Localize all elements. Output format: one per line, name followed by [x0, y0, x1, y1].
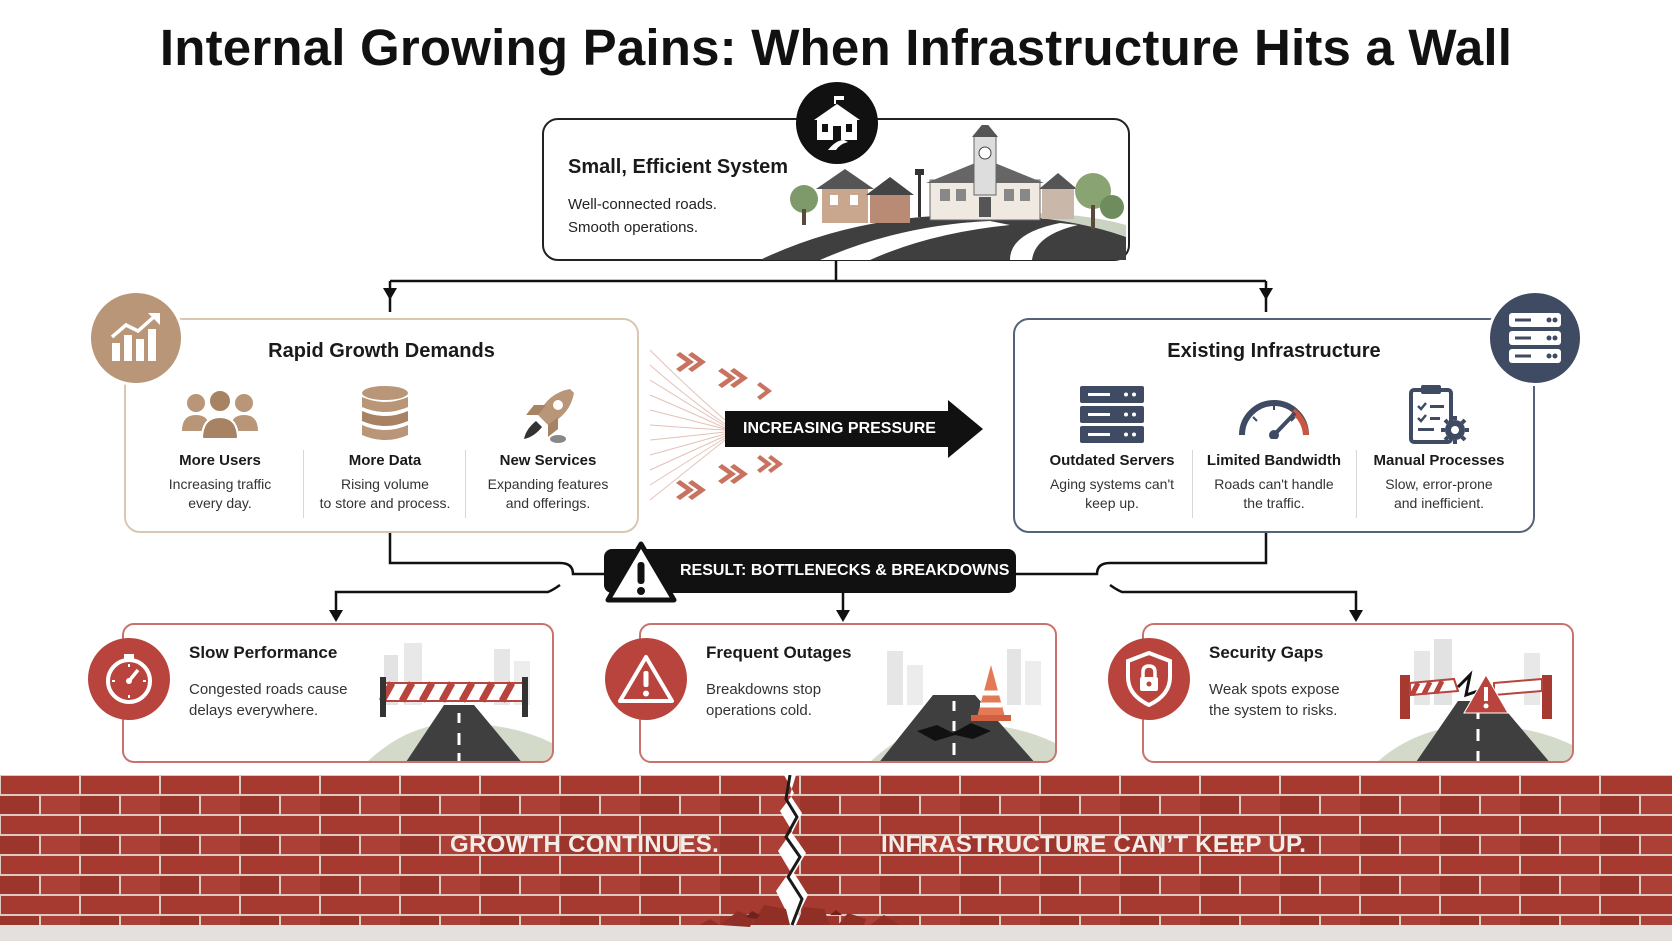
- growth-chart-icon: [88, 290, 184, 386]
- wall-crack: [772, 775, 812, 925]
- card-title: Small, Efficient System: [568, 156, 789, 178]
- card-line-2: Smooth operations.: [568, 219, 699, 236]
- card-title: Slow Performance: [189, 643, 338, 662]
- divider: [1192, 450, 1193, 518]
- shield-lock-icon: [1108, 638, 1190, 720]
- pressure-streaks: [649, 349, 726, 501]
- road-barrier-illustration: [368, 643, 552, 761]
- result-bottlenecks-label: RESULT: BOTTLENECKS & BREAKDOWNS: [604, 549, 1016, 593]
- users-icon: [140, 380, 300, 450]
- card-title: Security Gaps: [1209, 643, 1324, 662]
- broken-gate-illustration: [1378, 639, 1572, 761]
- town-hall-icon: [796, 82, 878, 164]
- item-title: Outdated Servers: [1049, 452, 1175, 469]
- increasing-pressure-label: INCREASING PRESSURE: [725, 411, 948, 447]
- item-title: More Data: [348, 452, 422, 469]
- pressure-arrow-head: [948, 400, 983, 458]
- gauge-icon: [1194, 380, 1354, 450]
- card-title: Existing Infrastructure: [1167, 340, 1381, 362]
- card-title: Rapid Growth Demands: [268, 340, 495, 362]
- item-title: Limited Bandwidth: [1206, 452, 1342, 469]
- cracked-road-illustration: [871, 649, 1055, 761]
- town-illustration: [760, 125, 1126, 260]
- pressure-chevrons: [676, 352, 783, 500]
- divider: [303, 450, 304, 518]
- brick-wall: [0, 775, 1672, 941]
- connector-top-split: [388, 261, 1268, 312]
- item-title: Manual Processes: [1373, 452, 1505, 469]
- page-title: Internal Growing Pains: When Infrastruct…: [159, 19, 1513, 76]
- stopwatch-icon: [88, 638, 170, 720]
- existing-infrastructure-card: Existing Infrastructure Outdated Servers…: [1013, 318, 1535, 533]
- infrastructure-cant-keep-up-text: INFRASTRUCTURE CAN’T KEEP UP.: [881, 831, 1307, 858]
- card-line-1: Well-connected roads.: [568, 196, 717, 213]
- rocket-icon: [468, 380, 628, 450]
- server-rack-icon: [1487, 290, 1583, 386]
- rapid-growth-demands-card: Rapid Growth Demands More Users Increasi…: [124, 318, 639, 533]
- warning-icon: [605, 541, 677, 603]
- connector-merge: [388, 533, 1268, 576]
- item-title: More Users: [179, 452, 261, 469]
- result-label-text: RESULT: BOTTLENECKS & BREAKDOWNS: [680, 562, 1010, 579]
- growth-continues-text: GROWTH CONTINUES.: [450, 831, 720, 858]
- divider: [1356, 450, 1357, 518]
- divider: [465, 450, 466, 518]
- item-title: New Services: [499, 452, 597, 469]
- database-icon: [305, 380, 465, 450]
- server-icon: [1032, 380, 1192, 450]
- clipboard-gear-icon: [1359, 380, 1519, 450]
- warning-icon: [605, 638, 687, 720]
- card-title: Frequent Outages: [706, 643, 852, 662]
- connector-results-split: [334, 583, 1358, 612]
